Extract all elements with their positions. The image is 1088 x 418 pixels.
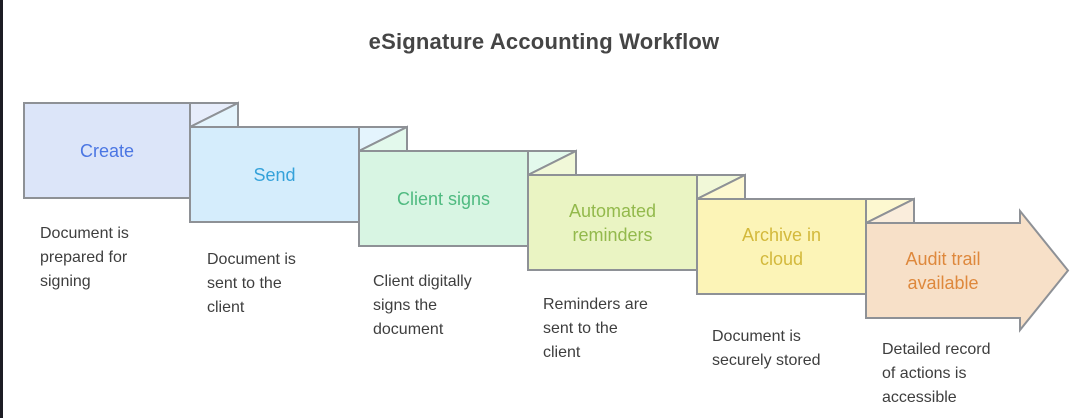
step-label-automated-reminders: Automated reminders: [568, 200, 657, 245]
step-label-client-signs: Client signs: [396, 188, 491, 209]
window-left-edge: [0, 0, 3, 418]
step-caption-audit-trail-available: Detailed record of actions is accessible: [882, 341, 991, 406]
step-label-send: Send: [253, 164, 296, 185]
diagram-title: eSignature Accounting Workflow: [368, 29, 720, 54]
step-caption-client-signs: Client digitally signs the document: [373, 273, 472, 338]
step-label-archive-in-cloud: Archive in cloud: [741, 224, 822, 269]
step-caption-archive-in-cloud: Document is securely stored: [712, 328, 821, 369]
step-label-create: Create: [79, 140, 135, 161]
step-label-audit-trail-available: Audit trail available: [905, 248, 981, 293]
step-caption-automated-reminders: Reminders are sent to the client: [543, 296, 648, 361]
step-caption-create: Document is prepared for signing: [40, 225, 129, 290]
step-caption-send: Document is sent to the client: [207, 251, 296, 316]
arrow-shape-audit-trail-available: [865, 208, 1070, 333]
